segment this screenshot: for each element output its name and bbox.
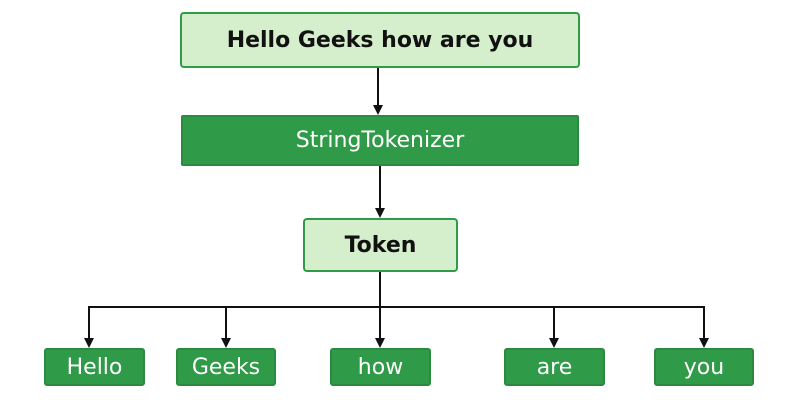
string-tokenizer-box: StringTokenizer [181, 115, 579, 166]
token-leaf-hello: Hello [44, 348, 145, 386]
input-string-box: Hello Geeks how are you [180, 12, 580, 68]
token-leaf-you: you [654, 348, 754, 386]
token-leaf-how: how [330, 348, 431, 386]
token-leaf-are: are [504, 348, 605, 386]
token-leaf-geeks: Geeks [176, 348, 276, 386]
token-box: Token [303, 218, 458, 272]
